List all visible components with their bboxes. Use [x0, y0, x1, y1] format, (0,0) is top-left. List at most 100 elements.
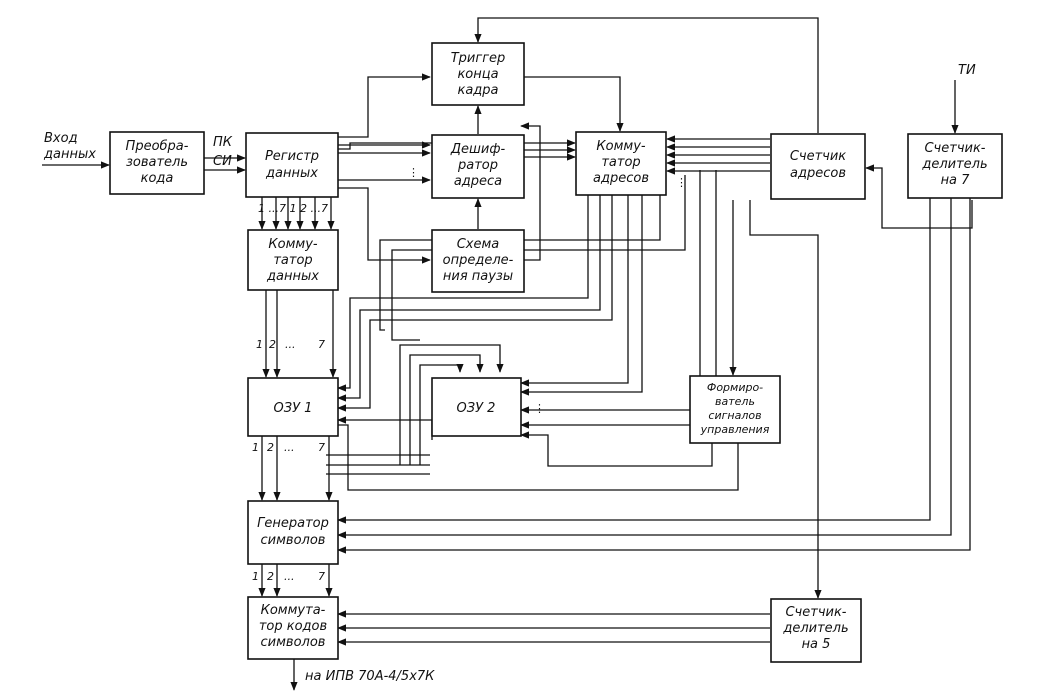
div5-label-3: на 5 [802, 637, 831, 652]
div5-block: Счетчик- делитель на 5 [770, 598, 862, 663]
pause-label-1: Схема [457, 237, 500, 252]
div5-label-1: Счетчик- [785, 605, 846, 620]
ozu-num-2: 2 [267, 441, 274, 454]
gen-num-2: 2 [267, 570, 274, 583]
code-switch-block: Коммута- тор кодов символов [247, 596, 339, 660]
div7-gen-2 [337, 198, 952, 539]
former-ozu1-line [338, 424, 739, 491]
gen-num-1: 1 [252, 570, 259, 583]
dsw-dots: ... [285, 338, 296, 351]
gen-num-7: 7 [318, 570, 325, 583]
decoder-block: Дешиф- ратор адреса [431, 134, 525, 199]
ozu2-ozu1-line [337, 416, 433, 440]
code-switch-label-3: символов [261, 635, 326, 650]
converter-label-2: зователь [126, 155, 188, 170]
ozu1-label: ОЗУ 1 [274, 401, 313, 416]
div7-gen-3 [337, 198, 971, 554]
addr-counter-label-2: адресов [790, 166, 846, 181]
trigger-label-3: кадра [457, 83, 498, 98]
converter-block: Преобра- зователь кода [109, 131, 205, 195]
dsw-num-1: 1 [256, 338, 263, 351]
register-label-2: данных [265, 166, 318, 181]
dsw-num-2: 2 [269, 338, 276, 351]
sw-ozu-loop-2 [391, 175, 686, 341]
data-switch-label-2: татор [273, 253, 312, 268]
sw-ozu1-1 [337, 195, 589, 392]
pause-label-2: определе- [443, 253, 514, 268]
ozu-num-1: 1 [252, 441, 259, 454]
sw-ozu2-1 [520, 195, 629, 387]
code-switch-label-2: тор кодов [259, 619, 327, 634]
addr-counter-label-1: Счетчик [790, 149, 846, 164]
sw-ozu1-3 [337, 195, 613, 412]
addr-switch-label-1: Комму- [596, 139, 645, 154]
converter-label-1: Преобра- [126, 139, 189, 154]
generator-label-2: символов [261, 533, 326, 548]
addr-counter-block: Счетчик адресов [770, 133, 866, 200]
generator-block: Генератор символов [247, 500, 339, 565]
data-switch-block: Комму- татор данных [247, 229, 339, 291]
trigger-switch-line [524, 76, 624, 132]
register-output-numbers: 1 ...7 1 2 ...7 [258, 202, 328, 215]
dsw-num-7: 7 [318, 338, 325, 351]
former-label-3: сигналов [708, 409, 761, 422]
div7-counter-line [865, 164, 973, 229]
ozu-cross-2 [409, 354, 484, 465]
pk-label: ПК [213, 135, 233, 150]
register-block: Регистр данных [245, 132, 339, 198]
bus-dots-3: ⋮ [534, 402, 545, 415]
ti-label: ТИ [958, 63, 976, 78]
addr-switch-label-3: адресов [593, 171, 649, 186]
decoder-label-3: адреса [454, 174, 502, 189]
addr-switch-label-2: татор [601, 155, 640, 170]
ozu-cross-3 [419, 363, 464, 465]
input-label-2: данных [43, 147, 96, 162]
converter-label-3: кода [141, 171, 174, 186]
ozu-cross-1 [399, 344, 504, 465]
si-label: СИ [213, 154, 232, 169]
pause-block: Схема определе- ния паузы [431, 229, 525, 293]
data-switch-label-1: Комму- [268, 237, 317, 252]
trigger-block: Триггер конца кадра [431, 42, 525, 106]
bus-dots-1: ⋮ [408, 166, 419, 179]
gen-dots: ... [284, 570, 295, 583]
former-label-4: управления [700, 423, 770, 436]
counter-trigger-line [474, 17, 819, 133]
ozu2-block: ОЗУ 2 [431, 377, 522, 437]
ozu-num-7: 7 [318, 441, 325, 454]
div7-gen-1 [337, 198, 931, 524]
sw-ozu-loop [379, 163, 661, 331]
div7-label-1: Счетчик- [924, 141, 985, 156]
register-label-1: Регистр [265, 149, 319, 164]
output-label: на ИПВ 70А-4/5х7К [305, 669, 435, 684]
div7-label-2: делитель [921, 157, 987, 172]
trigger-label-2: конца [457, 67, 498, 82]
code-switch-label-1: Коммута- [261, 603, 326, 618]
div5-label-2: делитель [782, 621, 848, 636]
sw-ozu2-2 [520, 195, 643, 396]
decoder-label-2: ратор [457, 158, 498, 173]
div7-block: Счетчик- делитель на 7 [907, 133, 1003, 199]
input-label-1: Вход [44, 131, 78, 146]
decoder-label-1: Дешиф- [450, 142, 506, 157]
pause-trigger-line [520, 122, 541, 261]
ozu2-label: ОЗУ 2 [457, 401, 496, 416]
bus-dots-2: ⋮ [676, 176, 687, 189]
addr-switch-block: Комму- татор адресов [575, 131, 667, 196]
cnt-ozu2-1 [520, 170, 701, 414]
ozu-dots: ... [284, 441, 295, 454]
pause-label-3: ния паузы [443, 269, 513, 284]
former-label-2: ватель [715, 395, 755, 408]
connections: ⋮ ⋮ [42, 17, 973, 691]
reg-pause-line [338, 187, 431, 264]
counter-div5-line [749, 200, 822, 599]
former-block: Формиро- ватель сигналов управления [689, 375, 781, 444]
div7-label-3: на 7 [941, 173, 971, 188]
reg-trigger-line [338, 73, 431, 138]
sw-ozu1-2 [337, 195, 601, 402]
former-ozu2-line [520, 431, 713, 467]
ozu1-block: ОЗУ 1 [247, 377, 339, 437]
former-label-1: Формиро- [707, 381, 763, 394]
trigger-label-1: Триггер [451, 51, 506, 66]
